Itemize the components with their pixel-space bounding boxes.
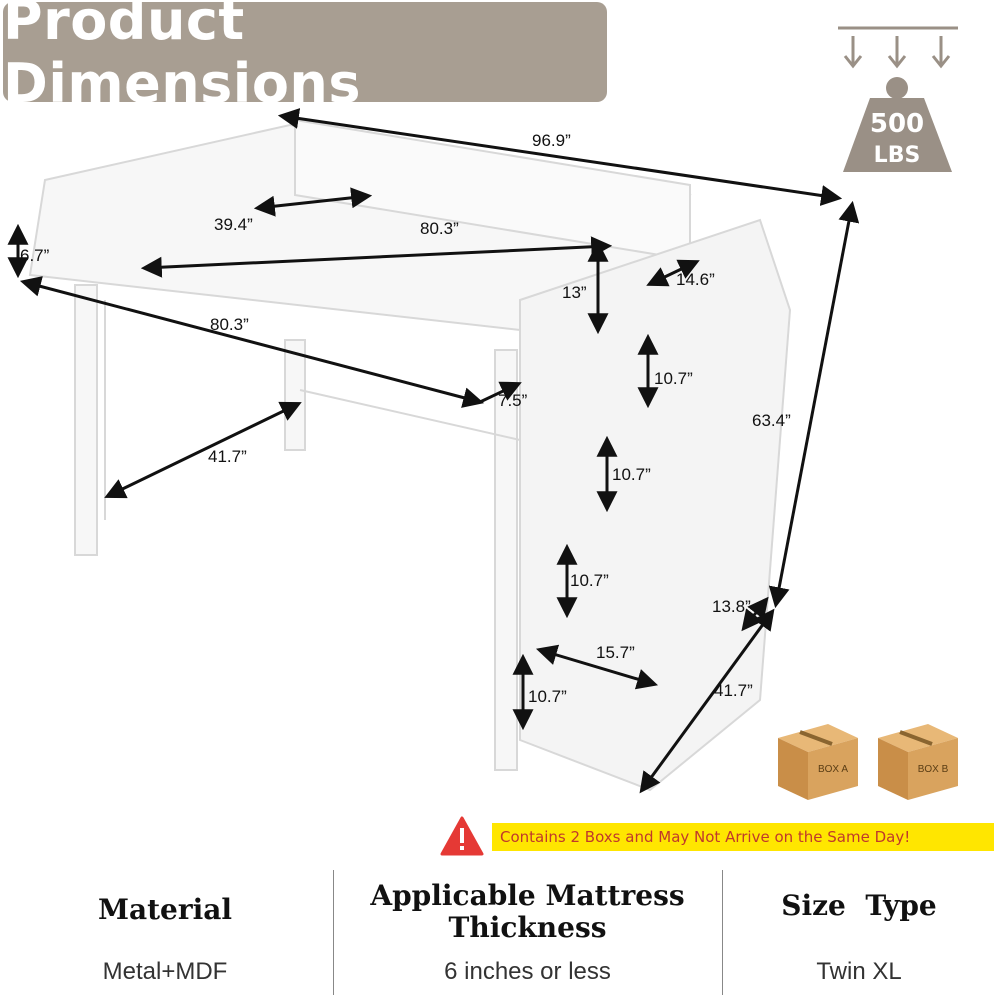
- dim-under-height: 41.7”: [208, 447, 247, 466]
- spec-size-value: Twin XL: [816, 958, 902, 985]
- dim-step-3: 10.7”: [570, 571, 609, 590]
- spec-material: Material Metal+MDF: [0, 880, 330, 990]
- box-b-label: BOX B: [918, 764, 949, 775]
- loft-bed-frame: [28, 118, 792, 792]
- weight-capacity-icon: [838, 26, 958, 172]
- spec-divider-2: [722, 870, 723, 995]
- spec-mattress-heading-line2: Thickness: [448, 911, 607, 944]
- dim-step-depth-top: 14.6”: [676, 270, 715, 289]
- w: [253, 187, 373, 217]
- dim-total-height: 63.4”: [752, 411, 791, 430]
- dim-rail-offset: 7.5”: [498, 391, 528, 410]
- notice-text: Contains 2 Boxs and May Not Arrive on th…: [492, 823, 994, 851]
- spec-mattress-value: 6 inches or less: [444, 958, 611, 985]
- box-b-icon: [878, 724, 958, 800]
- spec-divider-1: [333, 870, 334, 995]
- dim-inner-width: 39.4”: [214, 215, 253, 234]
- dim-guardrail-height: 6.7”: [20, 246, 50, 265]
- spec-size-heading: Size Type: [781, 889, 937, 922]
- page-title: Product Dimensions: [3, 0, 362, 115]
- dim-side-length: 80.3”: [210, 315, 249, 334]
- dim-step-2: 10.7”: [612, 465, 651, 484]
- dim-top-length: 96.9”: [532, 131, 571, 150]
- spec-mattress-heading-line1: Applicable Mattress: [370, 879, 685, 912]
- weight-value: 500: [870, 109, 924, 139]
- dim-stair-base: 41.7”: [714, 681, 753, 700]
- spec-material-heading: Material: [97, 893, 233, 926]
- dim-stair-depth: 13.8”: [712, 597, 751, 616]
- dim-inner-length: 80.3”: [420, 219, 459, 238]
- warning-icon: [440, 816, 484, 856]
- spec-size: Size Type Twin XL: [724, 880, 994, 990]
- dim-step-4: 10.7”: [528, 687, 567, 706]
- title-banner: Product Dimensions: [3, 0, 607, 115]
- dim-stair-width: 15.7”: [596, 643, 635, 662]
- shipping-notice: Contains 2 Boxs and May Not Arrive on th…: [440, 815, 1000, 857]
- weight-unit: LBS: [874, 143, 921, 168]
- dim-rail-gap: 13”: [562, 283, 587, 302]
- box-a-icon: [778, 724, 858, 800]
- spec-mattress: Applicable Mattress Thickness 6 inches o…: [335, 880, 720, 990]
- dim-step-1: 10.7”: [654, 369, 693, 388]
- spec-material-value: Metal+MDF: [102, 958, 228, 985]
- box-a-label: BOX A: [818, 764, 848, 775]
